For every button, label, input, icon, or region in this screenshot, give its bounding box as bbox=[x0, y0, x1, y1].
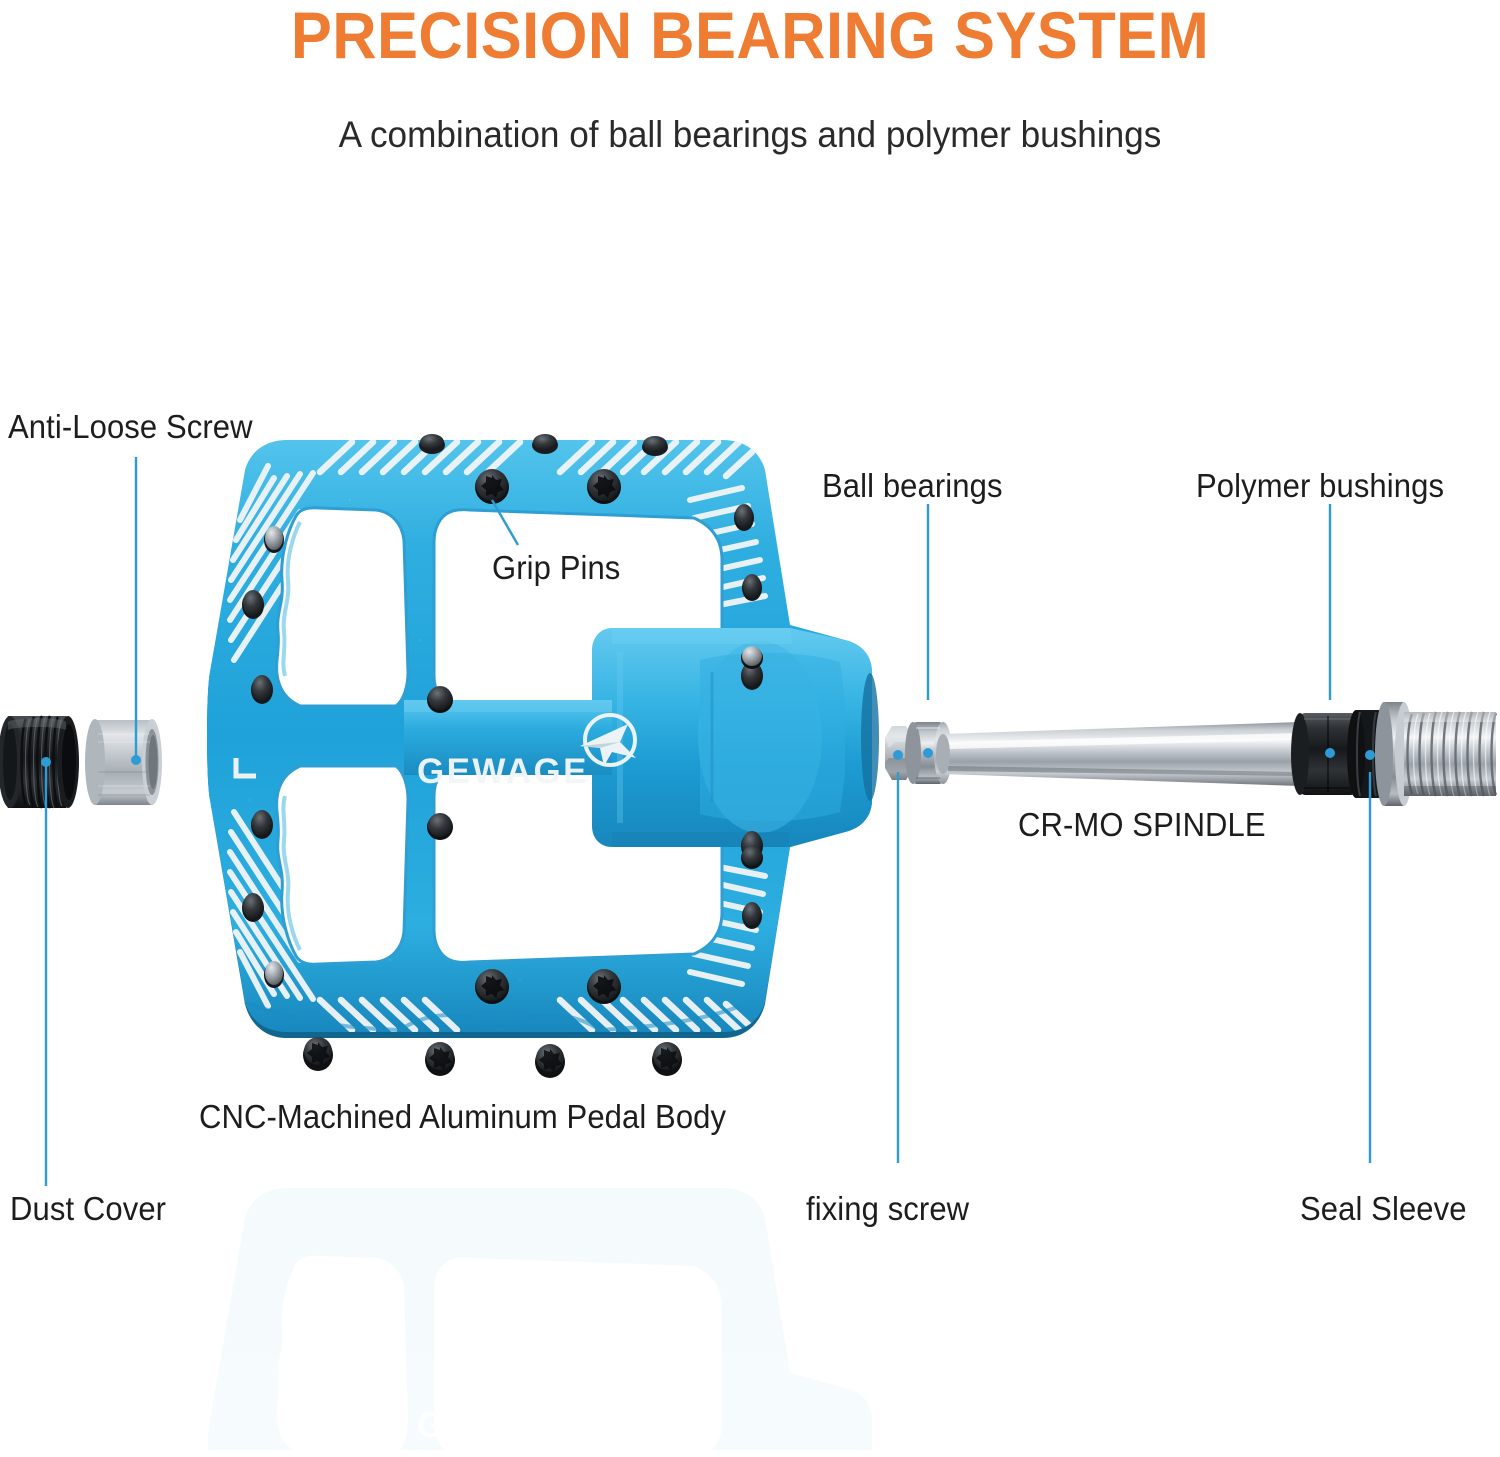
dust-cover-part bbox=[0, 715, 79, 809]
callout-cr-mo-spindle: CR-MO SPINDLE bbox=[1018, 806, 1266, 843]
spindle-assembly bbox=[885, 702, 1498, 806]
seal-sleeve-part bbox=[1347, 710, 1393, 798]
header: PRECISION BEARING SYSTEM A combination o… bbox=[0, 0, 1500, 156]
page-title: PRECISION BEARING SYSTEM bbox=[290, 0, 1210, 72]
callout-fixing-screw: fixing screw bbox=[806, 1190, 970, 1227]
brand-logo: GEWAGE bbox=[417, 713, 637, 791]
threaded-end-part bbox=[1375, 702, 1498, 806]
fixing-screw-part bbox=[885, 726, 913, 780]
polymer-bushings-part bbox=[1291, 713, 1365, 795]
page-subtitle: A combination of ball bearings and polym… bbox=[338, 114, 1162, 155]
svg-text:GEWAGE: GEWAGE bbox=[417, 1406, 589, 1445]
cr-mo-spindle-part bbox=[936, 722, 1300, 786]
callout-cnc-pedal-body: CNC-Machined Aluminum Pedal Body bbox=[199, 1098, 727, 1135]
callout-polymer-bushings: Polymer bushings bbox=[1196, 467, 1445, 504]
callout-anti-loose-screw: Anti-Loose Screw bbox=[8, 408, 253, 445]
anti-loose-screw-part bbox=[85, 719, 162, 805]
leader-dots bbox=[41, 748, 1375, 767]
callout-ball-bearings: Ball bearings bbox=[822, 467, 1003, 504]
callout-dust-cover: Dust Cover bbox=[10, 1190, 167, 1227]
callout-seal-sleeve: Seal Sleeve bbox=[1300, 1190, 1467, 1227]
ball-bearings-part bbox=[905, 722, 952, 784]
svg-text:GEWAGE: GEWAGE bbox=[417, 752, 589, 791]
pedal-reflection: GEWAGE bbox=[207, 1188, 872, 1450]
grip-pins-group bbox=[242, 434, 763, 1078]
pedal-body-part: GEWAGE bbox=[207, 434, 879, 1078]
callout-grip-pins: Grip Pins bbox=[492, 549, 621, 586]
